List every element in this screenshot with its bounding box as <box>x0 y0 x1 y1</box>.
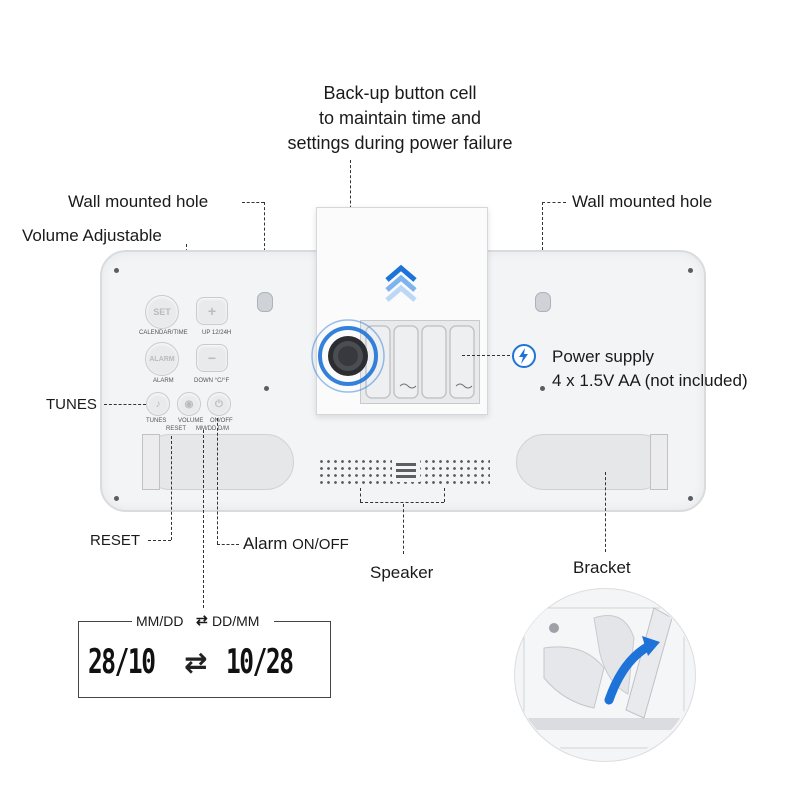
date-display-right: 10/28 <box>226 642 294 682</box>
lightning-bolt-icon <box>512 344 536 368</box>
wall-hole-left-label: Wall mounted hole <box>68 192 209 211</box>
date-format-header-right: DD/MM <box>212 613 260 629</box>
bracket-stand-right <box>516 434 668 490</box>
down-button[interactable]: − <box>196 344 228 372</box>
date-format-box <box>78 621 331 698</box>
speaker-bracket-left <box>360 488 361 502</box>
wall-hole-left-leader-v <box>264 202 265 282</box>
down-cf-label: DOWN °C/°F <box>194 378 230 384</box>
swap-big-arrow-icon: ⇄ <box>184 646 208 679</box>
volume-label: Volume Adjustable <box>22 226 162 245</box>
volume-button[interactable]: ◉ <box>177 392 201 416</box>
bracket-label: Bracket <box>573 558 631 577</box>
screw <box>540 386 545 391</box>
alarm-leader-v <box>217 418 218 544</box>
wall-hole-left-leader-h <box>242 202 264 203</box>
speaker-leader-line <box>403 504 404 554</box>
bracket-hinge-left <box>142 434 160 490</box>
alarm-onoff-label: Alarm ON/OFF <box>243 534 349 553</box>
bracket-stand-left <box>142 434 294 490</box>
speaker-label: Speaker <box>370 563 434 582</box>
power-supply-detail: 4 x 1.5V AA (not included) <box>552 371 748 390</box>
reset-leader-v <box>171 436 172 540</box>
power-supply-label: Power supply <box>552 347 655 366</box>
power-leader-line <box>462 355 510 356</box>
speaker-bracket-h <box>360 502 444 503</box>
wall-mount-hole-left <box>257 292 273 312</box>
reset-small-label: RESET <box>166 426 187 432</box>
backup-caption-line2: to maintain time and <box>318 108 482 128</box>
screw <box>114 268 119 273</box>
screw <box>688 268 693 273</box>
chevron-up-arrows-icon <box>385 264 417 302</box>
mmdd-small-label: MM/DD D/M <box>196 426 229 432</box>
wall-hole-right-leader-h <box>542 202 566 203</box>
alarm-button[interactable]: ALARM <box>145 342 179 376</box>
wall-hole-right-leader-v <box>542 202 543 280</box>
screw <box>264 386 269 391</box>
volume-small-label: VOLUME <box>178 418 204 424</box>
date-format-leader <box>203 430 204 608</box>
up-1224-label: UP 12/24H <box>202 330 232 336</box>
screw <box>114 496 119 501</box>
up-button[interactable]: + <box>196 297 228 325</box>
tunes-label: TUNES <box>46 396 97 413</box>
tunes-button[interactable]: ♪ <box>146 392 170 416</box>
calendar-time-label: CALENDAR/TIME <box>139 330 188 336</box>
backup-caption-line1: Back-up button cell <box>323 83 477 103</box>
alarm-leader-h <box>217 544 239 545</box>
bracket-fold-illustration <box>523 607 685 749</box>
bracket-leader-line <box>605 472 606 552</box>
screw <box>688 496 693 501</box>
alarm-label: ALARM <box>153 378 174 384</box>
reset-leader-h <box>148 540 171 541</box>
backup-caption-line3: settings during power failure <box>287 133 513 153</box>
coin-cell-battery-icon <box>311 319 385 393</box>
tunes-leader-line <box>104 404 146 405</box>
date-format-header-left: MM/DD <box>136 613 184 629</box>
wall-hole-right-label: Wall mounted hole <box>572 192 713 211</box>
wall-mount-hole-right <box>535 292 551 312</box>
tunes-small-label: TUNES <box>146 418 167 424</box>
speaker-center-mark <box>392 460 420 482</box>
bracket-hinge-right <box>650 434 668 490</box>
onoff-button[interactable]: ⏻ <box>207 392 231 416</box>
date-display-left: 28/10 <box>88 642 156 682</box>
date-format-header-bg <box>132 612 274 630</box>
speaker-bracket-right <box>444 488 445 502</box>
set-button[interactable]: SET <box>145 295 179 329</box>
onoff-small-label: ON/OFF <box>210 418 233 424</box>
swap-arrows-icon: ⇄ <box>196 612 208 628</box>
reset-label: RESET <box>90 532 141 549</box>
